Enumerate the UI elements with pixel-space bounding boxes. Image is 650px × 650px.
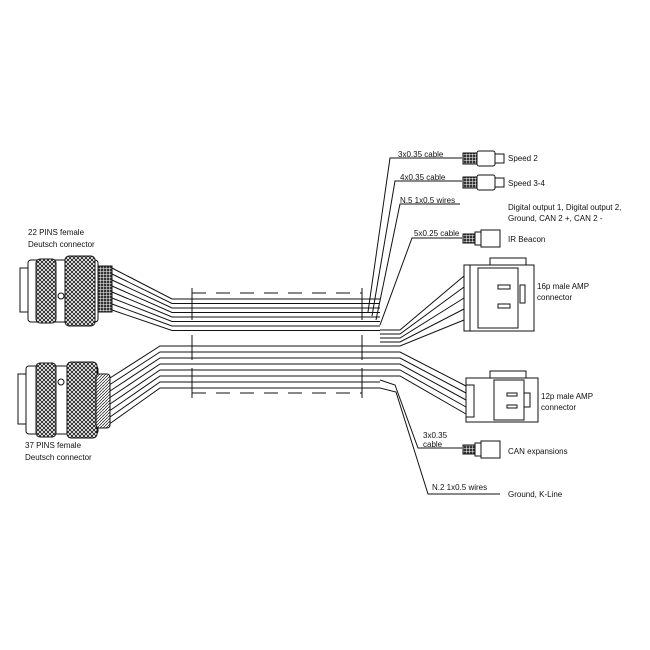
wire-bundles bbox=[109, 267, 467, 424]
wire bbox=[109, 369, 380, 405]
deutsch-22-pin-connector bbox=[19, 255, 113, 327]
speed-2-plug bbox=[462, 150, 505, 167]
wire bbox=[111, 297, 380, 322]
amp-16p-label-2: connector bbox=[537, 293, 572, 302]
wire bbox=[380, 357, 467, 394]
wire bbox=[380, 319, 465, 347]
branch-leads bbox=[367, 157, 500, 495]
speed-3-4-label: Speed 3-4 bbox=[508, 179, 545, 188]
wire bbox=[109, 381, 380, 418]
speed-2-cable-label: 3x0.35 cable bbox=[398, 150, 444, 159]
can-expansions-plug bbox=[462, 440, 501, 459]
wire bbox=[111, 273, 380, 304]
wire bbox=[111, 285, 380, 313]
wire bbox=[380, 275, 465, 331]
deutsch-37-pin-connector bbox=[17, 361, 111, 439]
ir-beacon-label: IR Beacon bbox=[508, 235, 545, 244]
wire bbox=[380, 351, 467, 387]
can-expansions-label: CAN expansions bbox=[508, 447, 568, 456]
wire bbox=[380, 308, 465, 343]
speed-3-4-plug bbox=[462, 174, 505, 191]
ir-cable-label: 5x0.25 cable bbox=[414, 229, 460, 238]
amp-16p-label-1: 16p male AMP bbox=[537, 282, 589, 291]
wire bbox=[111, 291, 380, 318]
ground-kline-label: Ground, K-Line bbox=[508, 490, 563, 499]
wire bbox=[109, 375, 380, 411]
left-top-label-2: Deutsch connector bbox=[28, 240, 95, 249]
digital-wires-label: N.5 1x0.5 wires bbox=[400, 196, 455, 205]
wire bbox=[109, 363, 380, 398]
left-top-label-1: 22 PINS female bbox=[28, 228, 85, 237]
left-bottom-label-1: 37 PINS female bbox=[25, 441, 82, 450]
wire bbox=[380, 369, 467, 408]
kline-wires-label: N.2 1x0.5 wires bbox=[432, 483, 487, 492]
ir-beacon-plug bbox=[462, 229, 501, 248]
digital-outputs-label-2: Ground, CAN 2 +, CAN 2 - bbox=[508, 214, 603, 223]
speed-3-4-cable-label: 4x0.35 cable bbox=[400, 173, 446, 182]
wire bbox=[109, 351, 380, 385]
wire bbox=[380, 363, 467, 401]
wire bbox=[380, 286, 465, 335]
amp-12p-label-2: connector bbox=[541, 403, 576, 412]
left-bottom-label-2: Deutsch connector bbox=[25, 453, 92, 462]
trunk-sheath bbox=[191, 288, 363, 398]
wire bbox=[111, 267, 380, 300]
wire bbox=[111, 309, 380, 331]
can-cable-label-1: 3x0.35 bbox=[423, 431, 448, 440]
amp-16p-connector bbox=[463, 257, 535, 332]
speed-2-label: Speed 2 bbox=[508, 154, 538, 163]
wire bbox=[109, 345, 380, 379]
digital-outputs-label-1: Digital output 1, Digital output 2, bbox=[508, 203, 621, 212]
wire bbox=[380, 375, 467, 415]
wire bbox=[109, 357, 380, 392]
wire bbox=[109, 387, 380, 424]
wire bbox=[380, 297, 465, 339]
wire bbox=[111, 279, 380, 309]
wire bbox=[111, 303, 380, 327]
amp-12p-label-1: 12p male AMP bbox=[541, 392, 593, 401]
can-cable-label-2: cable bbox=[423, 440, 443, 449]
amp-12p-connector bbox=[465, 370, 539, 423]
